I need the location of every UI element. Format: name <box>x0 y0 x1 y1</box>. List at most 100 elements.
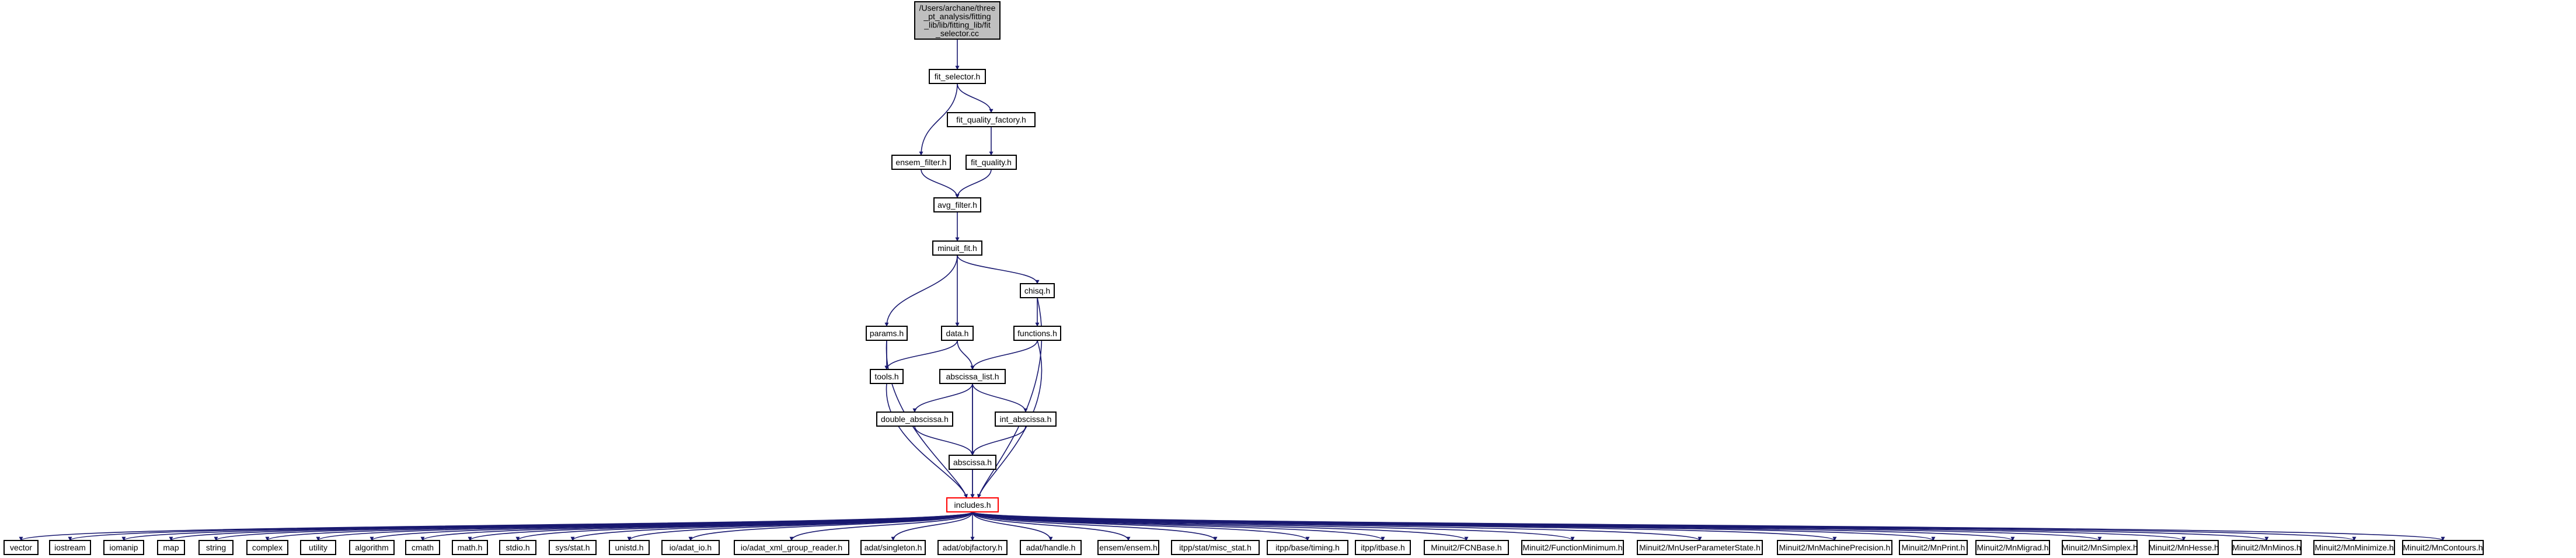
node-label: ensem/ensem.h <box>1099 543 1158 552</box>
node-machprec[interactable]: Minuit2/MnMachinePrecision.h <box>1777 540 1892 555</box>
node-singleton[interactable]: adat/singleton.h <box>860 540 926 555</box>
edge-includes-to-ensem <box>972 511 1131 541</box>
node-data[interactable]: data.h <box>941 326 974 341</box>
node-fcnbase[interactable]: Minuit2/FCNBase.h <box>1424 540 1509 555</box>
node-box <box>198 540 233 555</box>
node-fit-selector[interactable]: fit_selector.h <box>929 69 986 84</box>
node-box <box>2062 540 2138 555</box>
node-minuit-fit[interactable]: minuit_fit.h <box>932 240 982 256</box>
node-label: adat/singleton.h <box>865 543 922 552</box>
node-timing[interactable]: itpp/base/timing.h <box>1267 540 1348 555</box>
edge-functions-to-includes <box>977 340 1043 498</box>
node-label: _lib/lib/fitting_lib/fit <box>923 20 991 29</box>
node-label: algorithm <box>355 543 389 552</box>
node-box <box>1020 540 1082 555</box>
edge-abscissa_list-to-int_abscissa <box>972 383 1028 413</box>
node-double-abscissa[interactable]: double_abscissa.h <box>876 411 953 427</box>
node-cmath[interactable]: cmath <box>405 540 440 555</box>
node-migrad[interactable]: Minuit2/MnMigrad.h <box>1975 540 2050 555</box>
node-ensem-filter[interactable]: ensem_filter.h <box>891 155 951 170</box>
node-iostream[interactable]: iostream <box>49 540 91 555</box>
node-string[interactable]: string <box>198 540 233 555</box>
node-functions[interactable]: functions.h <box>1013 326 1061 341</box>
node-box <box>1424 540 1509 555</box>
node-label: itpp/base/timing.h <box>1275 543 1340 552</box>
node-hesse[interactable]: Minuit2/MnHesse.h <box>2149 540 2219 555</box>
edge-data-to-tools <box>884 340 958 370</box>
node-tools[interactable]: tools.h <box>870 369 904 384</box>
node-box <box>609 540 650 555</box>
node-fit-quality-factory[interactable]: fit_quality_factory.h <box>947 112 1036 127</box>
node-minos[interactable]: Minuit2/MnMinos.h <box>2232 540 2302 555</box>
edge-includes-to-fmin <box>972 511 1575 541</box>
node-upstate[interactable]: Minuit2/MnUserParameterState.h <box>1637 540 1763 555</box>
node-stdio-h[interactable]: stdio.h <box>499 540 536 555</box>
node-abscissa[interactable]: abscissa.h <box>949 455 996 470</box>
node-label: Minuit2/MnMinimize.h <box>2314 543 2393 552</box>
node-avg-filter[interactable]: avg_filter.h <box>933 197 981 212</box>
node-box <box>946 497 999 512</box>
edge-double_abscissa-to-abscissa <box>914 426 975 456</box>
edge-includes-to-singleton <box>891 511 973 541</box>
node-box <box>933 197 981 212</box>
node-box <box>2313 540 2395 555</box>
node-label: includes.h <box>954 500 991 510</box>
node-algorithm[interactable]: algorithm <box>349 540 395 555</box>
node-math-h[interactable]: math.h <box>452 540 488 555</box>
node-box <box>1097 540 1159 555</box>
node-includes[interactable]: includes.h <box>946 497 999 512</box>
node-mnprint[interactable]: Minuit2/MnPrint.h <box>1899 540 1968 555</box>
node-box <box>1013 326 1061 341</box>
node-misc-stat[interactable]: itpp/stat/misc_stat.h <box>1171 540 1260 555</box>
node-src: /Users/archane/three_pt_analysis/fitting… <box>914 1 1001 40</box>
node-int-abscissa[interactable]: int_abscissa.h <box>995 411 1057 427</box>
edge-includes-to-misc_stat <box>972 511 1218 541</box>
node-vector[interactable]: vector <box>4 540 39 555</box>
node-box <box>549 540 597 555</box>
node-box <box>941 326 974 341</box>
node-params[interactable]: params.h <box>866 326 908 341</box>
edge-includes-to-timing <box>972 511 1310 541</box>
node-unistd-h[interactable]: unistd.h <box>609 540 650 555</box>
node-handle[interactable]: adat/handle.h <box>1020 540 1082 555</box>
node-fmin[interactable]: Minuit2/FunctionMinimum.h <box>1521 540 1624 555</box>
edge-includes-to-fcnbase <box>972 511 1469 541</box>
node-label: stdio.h <box>506 543 529 552</box>
node-complex[interactable]: complex <box>246 540 288 555</box>
node-box <box>246 540 288 555</box>
node-box <box>1637 540 1763 555</box>
node-box <box>965 155 1017 170</box>
node-sys-stat-h[interactable]: sys/stat.h <box>549 540 597 555</box>
node-utility[interactable]: utility <box>300 540 336 555</box>
node-label: _selector.cc <box>935 29 979 38</box>
edge-includes-to-unistd_h <box>627 511 973 541</box>
node-minimize[interactable]: Minuit2/MnMinimize.h <box>2313 540 2395 555</box>
node-label: Minuit2/MnMinos.h <box>2232 543 2301 552</box>
node-adat-xml[interactable]: io/adat_xml_group_reader.h <box>734 540 849 555</box>
node-box <box>300 540 336 555</box>
node-ensem[interactable]: ensem/ensem.h <box>1097 540 1159 555</box>
node-objfactory[interactable]: adat/objfactory.h <box>937 540 1008 555</box>
edge-int_abscissa-to-abscissa <box>970 426 1026 456</box>
node-iomanip[interactable]: iomanip <box>103 540 144 555</box>
node-simplex[interactable]: Minuit2/MnSimplex.h <box>2062 540 2138 555</box>
edge-includes-to-handle <box>972 511 1053 541</box>
node-label: fit_quality_factory.h <box>956 115 1026 124</box>
node-chisq[interactable]: chisq.h <box>1020 283 1055 298</box>
node-label: unistd.h <box>615 543 643 552</box>
node-itbase[interactable]: itpp/itbase.h <box>1355 540 1411 555</box>
node-box <box>349 540 395 555</box>
node-box <box>1975 540 2050 555</box>
node-label: fit_quality.h <box>971 158 1012 167</box>
node-label: double_abscissa.h <box>881 414 949 424</box>
edge-data-to-abscissa_list <box>957 340 975 370</box>
node-box <box>932 240 982 256</box>
node-label: sys/stat.h <box>555 543 590 552</box>
node-fit-quality[interactable]: fit_quality.h <box>965 155 1017 170</box>
node-label: /Users/archane/three <box>919 3 996 12</box>
node-label: Minuit2/MnContours.h <box>2403 543 2483 552</box>
node-abscissa-list[interactable]: abscissa_list.h <box>939 369 1006 384</box>
node-adat-io[interactable]: io/adat_io.h <box>661 540 720 555</box>
node-map[interactable]: map <box>157 540 185 555</box>
node-contours[interactable]: Minuit2/MnContours.h <box>2402 540 2484 555</box>
